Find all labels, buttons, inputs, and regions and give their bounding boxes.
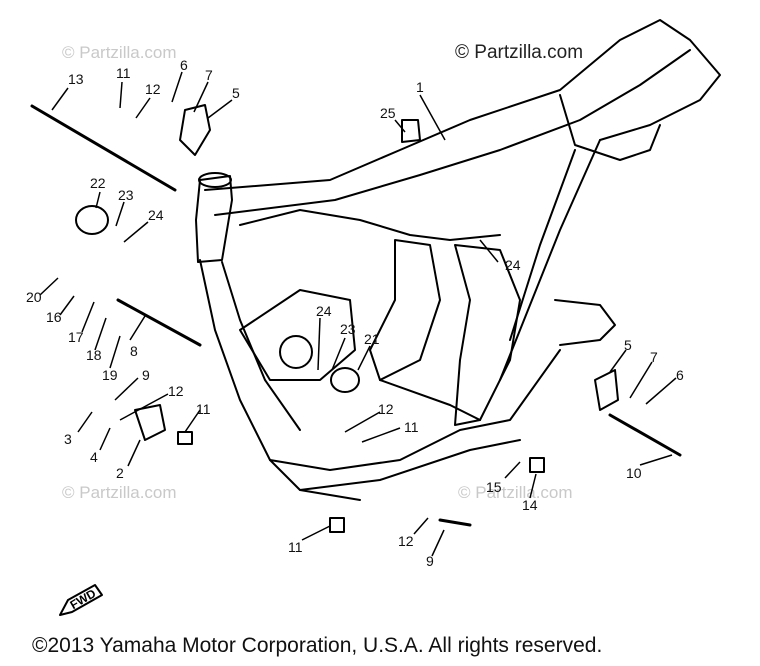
copyright-notice: ©2013 Yamaha Motor Corporation, U.S.A. A… (32, 634, 603, 657)
rear-engine-bracket (554, 299, 616, 346)
callout-18: 18 (86, 347, 102, 363)
callout-4: 4 (90, 449, 98, 465)
callout-5-right: 5 (624, 337, 632, 353)
frame-rear-downtube-inner (509, 149, 576, 341)
watermark-bottom-right: © Partzilla.com (458, 483, 573, 502)
callout-6-right: 6 (676, 367, 684, 383)
fwd-label: FWD (68, 586, 99, 612)
cross-member (379, 379, 481, 421)
nut-11-left (177, 431, 193, 445)
callout-3: 3 (64, 431, 72, 447)
callout-1: 1 (416, 79, 424, 95)
bolt-9-bottom (438, 518, 472, 527)
callout-17: 17 (68, 329, 84, 345)
callout-5: 5 (232, 85, 240, 101)
bolt-8 (116, 298, 202, 347)
engine-mount-plate-left (369, 239, 441, 381)
callout-11-left: 11 (196, 401, 211, 417)
callout-19: 19 (102, 367, 118, 383)
nut-14 (529, 457, 545, 473)
bracket-5-top (179, 104, 211, 156)
cradle-bottom-rail (299, 439, 521, 491)
callout-11-bottom: 11 (288, 539, 303, 555)
callout-2: 2 (116, 465, 124, 481)
frame-drawing (30, 19, 721, 616)
callout-14: 14 (522, 497, 538, 513)
callout-12-left: 12 (168, 383, 184, 399)
callout-25: 25 (380, 105, 396, 121)
callout-20: 20 (26, 289, 42, 305)
callout-8: 8 (130, 343, 138, 359)
watermark-bottom-left: © Partzilla.com (62, 483, 177, 502)
callout-10: 10 (626, 465, 642, 481)
callout-7-right: 7 (650, 349, 658, 365)
callout-labels: 13 11 12 6 7 5 25 1 22 23 24 24 20 16 17… (26, 57, 684, 569)
callout-22: 22 (90, 175, 106, 191)
callout-24-center: 24 (316, 303, 332, 319)
callout-11: 11 (116, 65, 131, 81)
callout-11-center: 11 (404, 419, 419, 435)
callout-21: 21 (364, 331, 380, 347)
callout-12-center: 12 (378, 401, 394, 417)
frame-cross-tube (239, 209, 501, 241)
callout-12-bottom: 12 (398, 533, 414, 549)
callout-23-center: 23 (340, 321, 356, 337)
frame-headstock (195, 175, 233, 263)
frame-second-rail (214, 49, 691, 216)
callout-16: 16 (46, 309, 62, 325)
part-21-plate (330, 367, 360, 393)
bracket-2 (134, 404, 166, 441)
front-downtube-left (199, 259, 361, 501)
callout-23: 23 (118, 187, 134, 203)
callout-9: 9 (142, 367, 150, 383)
bolt-13 (30, 104, 177, 192)
bracket-5-right (594, 369, 619, 411)
callout-9-bottom: 9 (426, 553, 434, 569)
callout-24: 24 (148, 207, 164, 223)
callout-12: 12 (145, 81, 161, 97)
grommet-25 (401, 119, 421, 143)
watermark-top-left: © Partzilla.com (62, 43, 177, 62)
front-mount-boss (279, 335, 313, 369)
bolt-10 (608, 413, 682, 457)
brand-watermark: © Partzilla.com (455, 42, 584, 63)
callout-24-right: 24 (505, 257, 521, 273)
headstock-top (198, 172, 232, 188)
callout-15: 15 (486, 479, 502, 495)
front-downtube-right (221, 261, 301, 431)
frame-top-rail (204, 19, 721, 191)
front-engine-bracket (239, 289, 356, 381)
nut-11-bottom (329, 517, 345, 533)
leader-lines (39, 71, 677, 557)
callout-7: 7 (205, 67, 213, 83)
frame-rear-bracket (559, 94, 661, 161)
callout-6: 6 (180, 57, 188, 73)
cap-22 (75, 205, 109, 235)
cradle-lower-rail (269, 349, 561, 471)
callout-13: 13 (68, 71, 84, 87)
fwd-arrow-shape (59, 584, 103, 616)
